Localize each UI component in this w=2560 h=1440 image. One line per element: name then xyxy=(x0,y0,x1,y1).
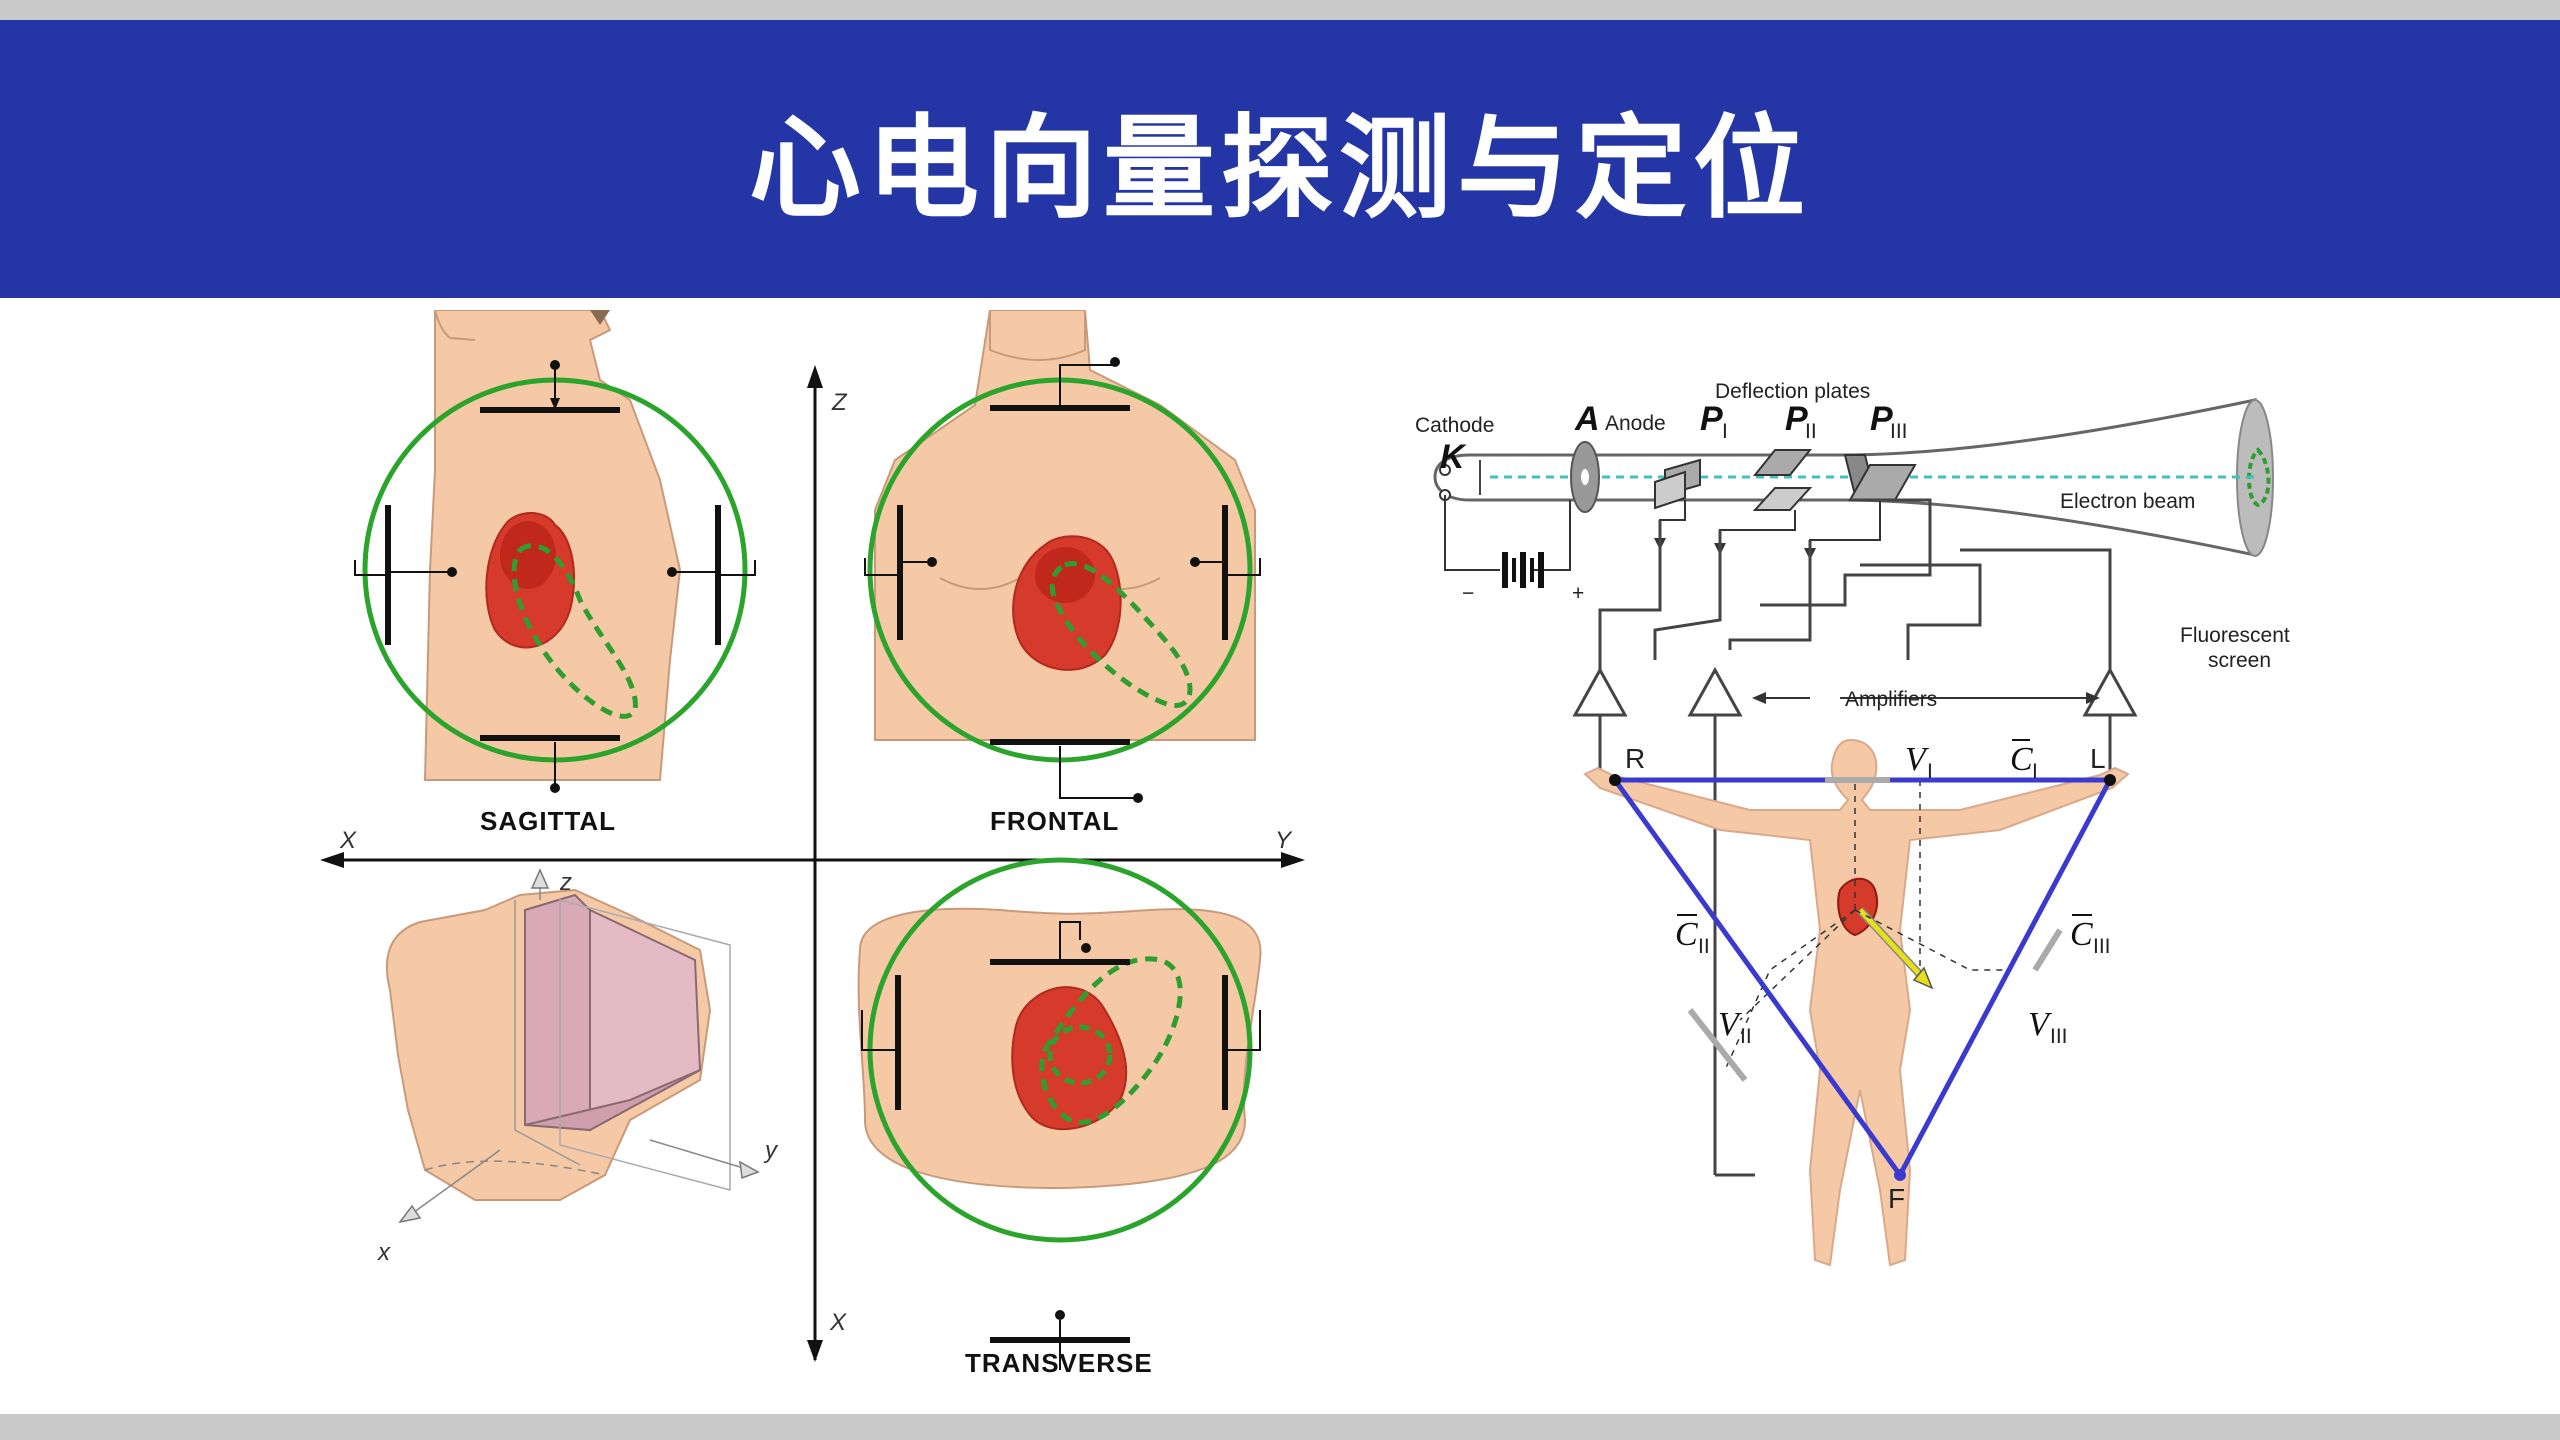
sagittal-view: SAGITTAL xyxy=(354,309,756,836)
cathode-label: Cathode xyxy=(1415,414,1494,437)
plate-p2-label: P xyxy=(1785,400,1808,438)
battery-minus: − xyxy=(1462,582,1474,605)
slide-title: 心电向量探测与定位 xyxy=(749,104,1811,234)
fluorescent-label: Fluorescent xyxy=(2180,624,2290,647)
v3-sub: III xyxy=(2050,1025,2068,1048)
screen-label: screen xyxy=(2208,649,2271,672)
vector-planes-figure: Z X Y X SAGITTAL xyxy=(300,309,1330,1410)
crt-tube: − + xyxy=(1433,398,2274,605)
frontal-view: FRONTAL xyxy=(864,309,1261,836)
c2-label: C xyxy=(1675,916,1698,953)
anode-a-label: A xyxy=(1574,400,1600,438)
c3-sub: III xyxy=(2093,935,2111,958)
c1-label: C xyxy=(2010,741,2033,778)
body3d-x-label: x xyxy=(377,1239,391,1266)
bottom-gray-bar xyxy=(0,1414,2560,1440)
crt-einthoven-figure: − + Cathode K A Anode Deflection plates … xyxy=(1400,370,2350,1320)
plate-p3-label: P xyxy=(1870,400,1893,438)
body3d-y-label: y xyxy=(763,1137,779,1164)
plate-p1-label: P xyxy=(1700,400,1723,438)
cathode-k-label: K xyxy=(1440,438,1467,476)
body3d-z-label: z xyxy=(559,869,572,896)
transverse-view: TRANSVERSE xyxy=(857,857,1262,1378)
lead-l-label: L xyxy=(2090,743,2106,774)
crt-svg: − + Cathode K A Anode Deflection plates … xyxy=(1415,380,2290,1267)
main-axes xyxy=(320,365,1305,1362)
axis-x-label: X xyxy=(339,827,357,854)
sagittal-label: SAGITTAL xyxy=(480,806,616,836)
lead-f-label: F xyxy=(1888,1183,1905,1214)
body-3d-view: z y x xyxy=(377,868,779,1266)
electron-beam-label: Electron beam xyxy=(2060,490,2195,513)
battery-plus: + xyxy=(1572,582,1584,605)
transverse-label: TRANSVERSE xyxy=(965,1348,1153,1378)
axis-z-label: Z xyxy=(831,389,848,416)
axis-y-label: Y xyxy=(1275,827,1293,854)
top-gray-bar xyxy=(0,0,2560,20)
plate-p3-sub: III xyxy=(1890,420,1908,443)
frontal-label: FRONTAL xyxy=(990,806,1119,836)
v2-sub: II xyxy=(1740,1025,1752,1048)
amplifier-wiring xyxy=(1572,498,2138,1177)
amplifiers-label: Amplifiers xyxy=(1845,688,1937,711)
title-banner: 心电向量探测与定位 xyxy=(0,20,2560,298)
deflection-plates-label: Deflection plates xyxy=(1715,380,1870,403)
v1-sub: I xyxy=(1927,760,1933,783)
axis-x-bottom-label: X xyxy=(829,1309,847,1336)
anode-label: Anode xyxy=(1605,412,1666,435)
human-figure xyxy=(1583,738,2130,1267)
planes-svg: Z X Y X SAGITTAL xyxy=(320,309,1305,1378)
plate-p1-sub: I xyxy=(1722,420,1728,443)
c2-sub: II xyxy=(1698,935,1710,958)
plate-p2-sub: II xyxy=(1805,420,1817,443)
lead-r-label: R xyxy=(1625,743,1645,774)
einthoven-triangle xyxy=(1609,774,2116,1181)
c3-label: C xyxy=(2070,916,2093,953)
c1-sub: I xyxy=(2032,760,2038,783)
